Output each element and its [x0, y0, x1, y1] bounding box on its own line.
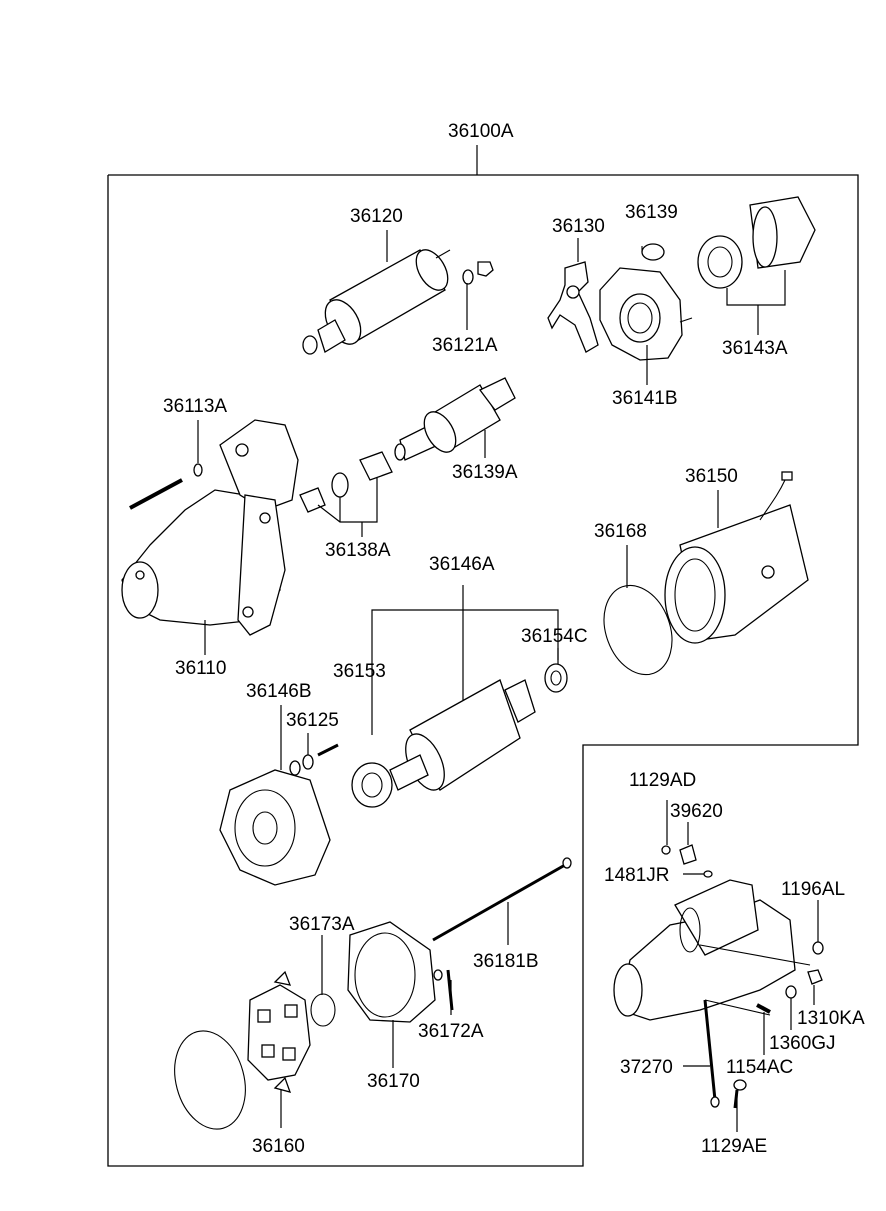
label-1129ae: 1129AE	[701, 1136, 767, 1157]
o-ring-part	[603, 584, 673, 676]
label-armature: 36146A	[429, 554, 495, 575]
cover-part	[219, 769, 331, 886]
leader-armature-bracket	[371, 609, 559, 735]
bearing-kit-part	[697, 196, 816, 289]
bracket-plate-part	[599, 267, 693, 361]
nut-1310ka-part	[807, 969, 823, 985]
bearing-front-part	[544, 663, 568, 693]
label-bearing-rear: 36153	[333, 661, 386, 682]
bracket-39620-part	[679, 844, 697, 865]
cable-37270-part	[703, 999, 720, 1108]
rear-cover-part	[347, 921, 436, 1023]
lever-pin-part	[641, 243, 665, 261]
stud-part	[129, 463, 203, 510]
screw-part	[433, 969, 454, 1011]
label-assembly: 36100A	[448, 121, 514, 142]
through-bolt-part	[432, 857, 572, 942]
brush-holder-ring-part	[174, 1030, 246, 1130]
front-housing-part	[121, 419, 299, 636]
stopper-part	[299, 451, 393, 513]
label-bearing-front: 36154C	[521, 626, 588, 647]
lever-part	[547, 261, 599, 353]
label-rear-cover: 36170	[367, 1071, 420, 1092]
label-brush-holder: 36160	[252, 1136, 305, 1157]
label-1360gj: 1360GJ	[769, 1033, 836, 1054]
label-lever: 36130	[552, 216, 605, 237]
bolt-1154ac-part	[756, 1003, 771, 1014]
solenoid-nut-part	[462, 261, 494, 285]
label-lever-pin: 36139	[625, 202, 678, 223]
label-1310ka: 1310KA	[797, 1008, 865, 1029]
label-1481jr: 1481JR	[604, 865, 670, 886]
label-bracket-plate: 36141B	[612, 388, 678, 409]
washer-1360gj-part	[785, 985, 797, 999]
nut-1129ad-part	[661, 845, 671, 855]
assembly-frame	[107, 174, 859, 1167]
bearing-rear-part	[351, 762, 393, 808]
label-ring: 36173A	[289, 914, 355, 935]
label-through-bolt: 36181B	[473, 951, 539, 972]
bolt-1129ae-part	[733, 1079, 747, 1109]
label-clutch: 36139A	[452, 462, 518, 483]
label-yoke: 36150	[685, 466, 738, 487]
armature-part	[389, 679, 536, 791]
bolt-1196al-part	[812, 941, 824, 955]
brush-holder-part	[247, 970, 311, 1093]
label-stopper: 36138A	[325, 540, 391, 561]
label-stud: 36113A	[163, 396, 227, 417]
label-37270: 37270	[620, 1057, 673, 1078]
ring-part	[310, 993, 336, 1027]
clip-1481jr-part	[703, 870, 713, 878]
label-1129ad: 1129AD	[629, 770, 696, 791]
leader-bearing-kit	[726, 270, 786, 306]
yoke-part	[664, 471, 809, 644]
label-o-ring: 36168	[594, 521, 647, 542]
label-bearing-kit: 36143A	[722, 338, 788, 359]
label-39620: 39620	[670, 801, 723, 822]
cover-screw-part	[289, 743, 339, 776]
leader-stopper	[317, 478, 378, 523]
label-1154ac: 1154AC	[726, 1057, 793, 1078]
label-screw: 36172A	[418, 1021, 484, 1042]
label-solenoid: 36120	[350, 206, 403, 227]
starter-assembly-inset	[613, 879, 811, 1021]
label-front-housing: 36110	[175, 658, 226, 679]
label-solenoid-nut: 36121A	[432, 335, 498, 356]
label-cover: 36146B	[246, 681, 312, 702]
solenoid-part	[302, 249, 451, 355]
label-1196al: 1196AL	[781, 879, 845, 900]
label-cover-screw: 36125	[286, 710, 339, 731]
clutch-part	[394, 377, 516, 461]
